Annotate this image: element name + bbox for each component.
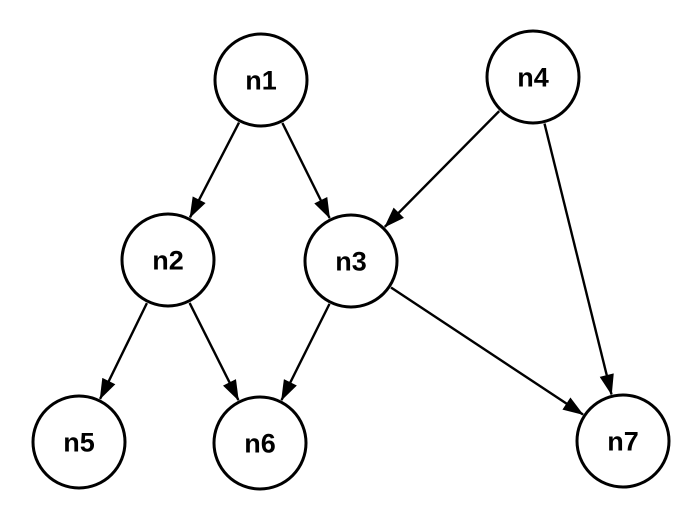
node-circle-n1	[213, 32, 309, 128]
node-circle-n5	[31, 394, 127, 490]
node-n2: n2	[120, 212, 216, 308]
node-circle-n6	[212, 395, 308, 491]
node-n7: n7	[575, 393, 671, 489]
edge-n1-to-n2	[188, 122, 241, 219]
node-n4: n4	[485, 29, 581, 125]
node-label-n6: n6	[244, 428, 276, 458]
edge-n3-to-n6	[280, 303, 331, 401]
node-label-n3: n3	[335, 246, 367, 276]
node-n6: n6	[212, 395, 308, 491]
node-circle-n3	[303, 213, 399, 309]
node-label-n2: n2	[152, 245, 184, 275]
edge-n4-to-n7	[543, 123, 614, 396]
edge-n1-to-n3	[281, 122, 331, 219]
node-circle-n7	[575, 393, 671, 489]
edges-layer	[99, 110, 614, 416]
node-label-n5: n5	[63, 427, 95, 457]
node-n1: n1	[213, 32, 309, 128]
edge-n2-to-n6	[188, 302, 240, 401]
edge-n3-to-n7	[390, 286, 584, 416]
node-circle-n4	[485, 29, 581, 125]
edge-n2-to-n5	[99, 302, 148, 400]
node-label-n1: n1	[245, 65, 277, 95]
node-label-n4: n4	[517, 62, 549, 92]
nodes-layer: n1 n2 n3 n4 n5 n6 n7	[31, 29, 671, 491]
node-n5: n5	[31, 394, 127, 490]
node-label-n7: n7	[607, 426, 639, 456]
node-circle-n2	[120, 212, 216, 308]
edge-n4-to-n3	[383, 110, 501, 228]
node-n3: n3	[303, 213, 399, 309]
